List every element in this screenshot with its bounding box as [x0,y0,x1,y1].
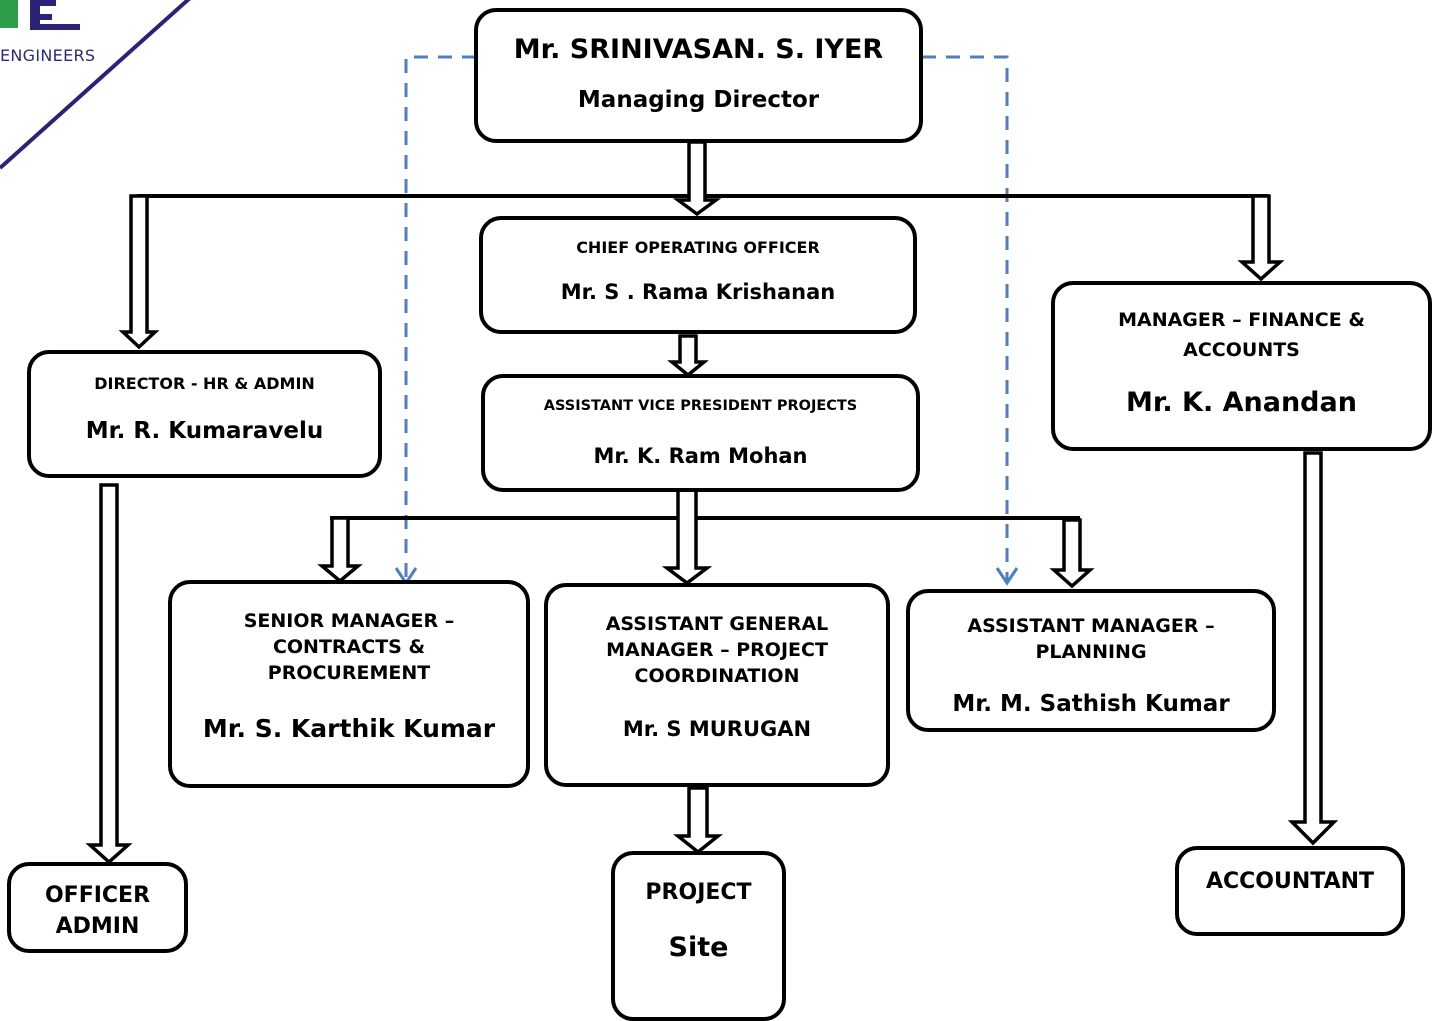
site-line1: PROJECT [645,880,752,905]
site-line2: Site [668,932,729,963]
officer-line1: OFFICER [44,883,151,908]
plan-name: Mr. M. Sathish Kumar [952,691,1230,717]
agm-role-line2: MANAGER – PROJECT [606,639,828,661]
node-senior-manager-contracts: SENIOR MANAGER – CONTRACTS & PROCUREMENT… [168,580,530,788]
officer-line2: ADMIN [55,914,140,939]
hr-name: Mr. R. Kumaravelu [85,418,324,444]
node-assistant-manager-planning: ASSISTANT MANAGER – PLANNING Mr. M. Sath… [906,589,1276,732]
arrow-hr-to-officer [85,483,133,865]
node-accountant: ACCOUNTANT [1175,846,1405,936]
scp-role-line3: PROCUREMENT [267,662,431,684]
node-assistant-vice-president: ASSISTANT VICE PRESIDENT PROJECTS Mr. K.… [481,374,920,492]
node-manager-finance-accounts: MANAGER – FINANCE & ACCOUNTS Mr. K. Anan… [1051,281,1432,451]
logo-diagonal-line [0,0,191,170]
coo-name: Mr. S . Rama Krishanan [560,280,836,304]
scp-name: Mr. S. Karthik Kumar [202,714,496,743]
avp-role: ASSISTANT VICE PRESIDENT PROJECTS [543,398,858,414]
scp-role-line2: CONTRACTS & [272,636,426,658]
node-officer-admin: OFFICER ADMIN [7,862,188,953]
node-project-site: PROJECT Site [611,851,786,1021]
fin-role-line2: ACCOUNTS [1183,339,1300,361]
plan-role-line2: PLANNING [1035,641,1147,663]
agm-role-line3: COORDINATION [634,665,800,687]
logo-text: ENGINEERS [0,46,96,65]
hr-role: DIRECTOR - HR & ADMIN [94,374,315,393]
node-chief-operating-officer: CHIEF OPERATING OFFICER Mr. S . Rama Kri… [479,216,917,334]
logo-mark [30,0,80,30]
company-logo [0,0,191,170]
node-managing-director: Mr. SRINIVASAN. S. IYER Managing Directo… [474,8,923,143]
md-role: Managing Director [577,87,820,113]
avp-name: Mr. K. Ram Mohan [593,444,808,468]
agm-role-line1: ASSISTANT GENERAL [605,613,829,635]
node-director-hr-admin: DIRECTOR - HR & ADMIN Mr. R. Kumaravelu [27,350,382,478]
plan-role-line1: ASSISTANT MANAGER – [967,615,1215,637]
arrow-to-hr [118,194,160,350]
arrow-avp-to-agm [661,488,713,586]
dashed-line-left [404,55,476,580]
arrow-md-to-coo [672,140,722,217]
fin-name: Mr. K. Anandan [1126,387,1357,418]
arrow-finance-to-accountant [1287,451,1339,846]
fin-role-line1: MANAGER – FINANCE & [1118,309,1365,331]
hollow-arrows [85,140,1339,865]
md-name: Mr. SRINIVASAN. S. IYER [513,34,884,65]
logo-green-bar [0,0,18,28]
arrow-to-planning [1049,518,1095,589]
arrow-to-finance [1237,194,1285,282]
node-assistant-general-manager: ASSISTANT GENERAL MANAGER – PROJECT COOR… [544,583,890,787]
arrow-to-scp [317,516,363,584]
coo-role: CHIEF OPERATING OFFICER [576,238,820,257]
agm-name: Mr. S MURUGAN [622,717,812,741]
dashed-arrowhead-right [995,567,1019,586]
dashed-reporting-lines [404,55,1009,580]
scp-role-line1: SENIOR MANAGER – [243,610,455,632]
arrow-agm-to-site [673,786,723,855]
dashed-line-right [922,55,1009,580]
arrow-coo-to-avp [667,334,709,378]
accountant-label: ACCOUNTANT [1205,869,1375,894]
